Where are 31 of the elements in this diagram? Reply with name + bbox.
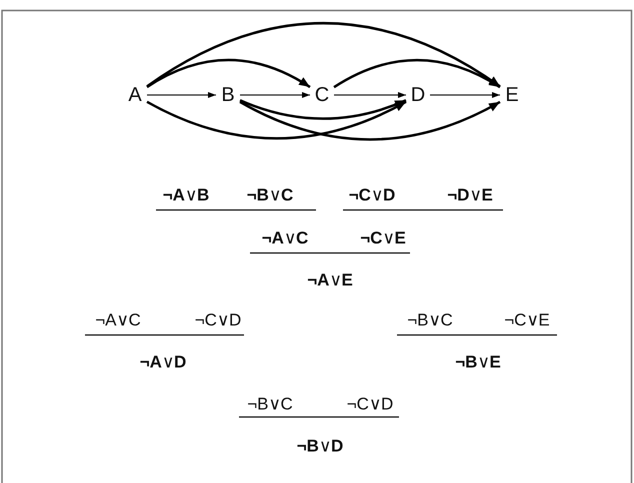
formula-label: ¬B∨C xyxy=(247,394,293,414)
arrow xyxy=(239,100,501,141)
arrow xyxy=(333,58,501,88)
formula-label: ¬B∨D xyxy=(296,436,344,456)
formula-label: ¬C∨E xyxy=(504,310,550,330)
formula-label: ¬D∨E xyxy=(447,184,493,206)
formula-label: ¬C∨D xyxy=(346,394,394,414)
arrow xyxy=(334,92,406,98)
formula-label: ¬C∨E xyxy=(360,228,406,248)
formula-label: ¬A∨D xyxy=(140,352,186,372)
node-label: C xyxy=(312,84,332,106)
formula-label: ¬A∨C xyxy=(262,228,308,248)
formula-label: ¬B∨C xyxy=(407,310,453,330)
arrow xyxy=(146,100,407,140)
node-label: D xyxy=(408,84,428,106)
arrow xyxy=(240,92,310,98)
formula-label: ¬B∨E xyxy=(455,352,501,372)
arrow xyxy=(146,58,311,88)
node-label: A xyxy=(125,84,145,106)
arrow xyxy=(240,99,406,120)
formula-label: ¬C∨D xyxy=(348,184,396,206)
arrow xyxy=(430,92,500,98)
node-label: B xyxy=(218,84,238,106)
arrow xyxy=(146,22,501,88)
formula-label: ¬C∨D xyxy=(194,310,242,330)
formula-label: ¬A∨B xyxy=(162,184,210,206)
arrow xyxy=(146,92,216,98)
formula-label: ¬A∨C xyxy=(95,310,141,330)
formula-label: ¬A∨E xyxy=(307,270,353,290)
formula-label: ¬B∨C xyxy=(246,184,294,206)
node-label: E xyxy=(502,84,522,106)
